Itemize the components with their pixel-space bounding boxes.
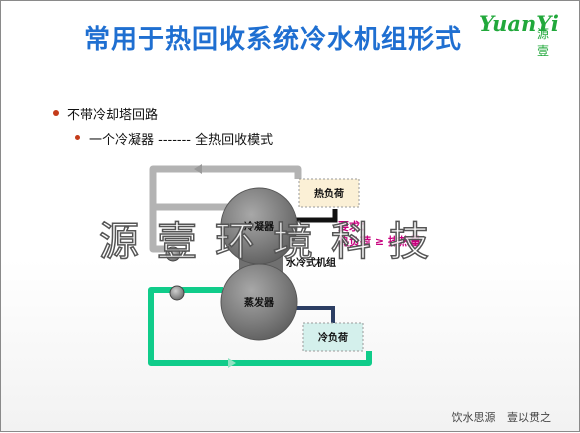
bullet-dot-icon	[75, 135, 80, 140]
flow-arrow-icon	[228, 358, 236, 368]
footer: 饮水思源 壹以贯之	[444, 409, 552, 425]
evaporator-sphere	[220, 263, 298, 341]
hot-loop-pipe-lower	[149, 207, 166, 253]
unit-label: 水冷式机组	[285, 256, 336, 269]
condenser-label: 冷凝器	[244, 220, 275, 233]
bullet-level-2: 一个冷凝器 ------- 全热回收模式	[53, 129, 273, 148]
logo-cn: 源壹	[537, 27, 550, 58]
requirement-line-2: 热负荷 ≥ 排热量	[338, 234, 421, 248]
evaporator-label: 蒸发器	[244, 296, 275, 309]
bullet-list: 不带冷却塔回路 一个冷凝器 ------- 全热回收模式	[53, 104, 273, 148]
pump-icon	[165, 246, 181, 262]
flow-arrow-icon	[194, 164, 202, 174]
cold-load-label: 冷负荷	[318, 331, 348, 344]
pump-icon	[169, 285, 185, 301]
heat-load-label: 热负荷	[314, 187, 344, 200]
bullet-text-1: 不带冷却塔回路	[67, 108, 159, 123]
requirement-line-1: 要求：	[338, 219, 371, 233]
page-title: 常用于热回收系统冷水机组形式	[83, 25, 462, 55]
bullet-dot-icon	[53, 110, 59, 116]
watermark: 源壹环境科技	[98, 218, 447, 266]
bullet-level-1: 不带冷却塔回路	[53, 104, 273, 123]
cold-load-box	[302, 322, 364, 352]
evaporator-pipe	[293, 306, 335, 324]
condenser-pipe	[293, 209, 338, 223]
bullet-text-2: 一个冷凝器 ------- 全热回收模式	[89, 133, 274, 148]
footer-motto-right: 壹以贯之	[507, 411, 551, 424]
hot-water-loop	[149, 164, 302, 253]
hot-loop-pipe	[149, 165, 302, 211]
heat-load-box	[298, 178, 360, 208]
logo-brand: YuanYi	[479, 11, 559, 36]
footer-motto-left: 饮水思源	[451, 411, 496, 424]
logo: YuanYi 源壹	[479, 11, 559, 58]
